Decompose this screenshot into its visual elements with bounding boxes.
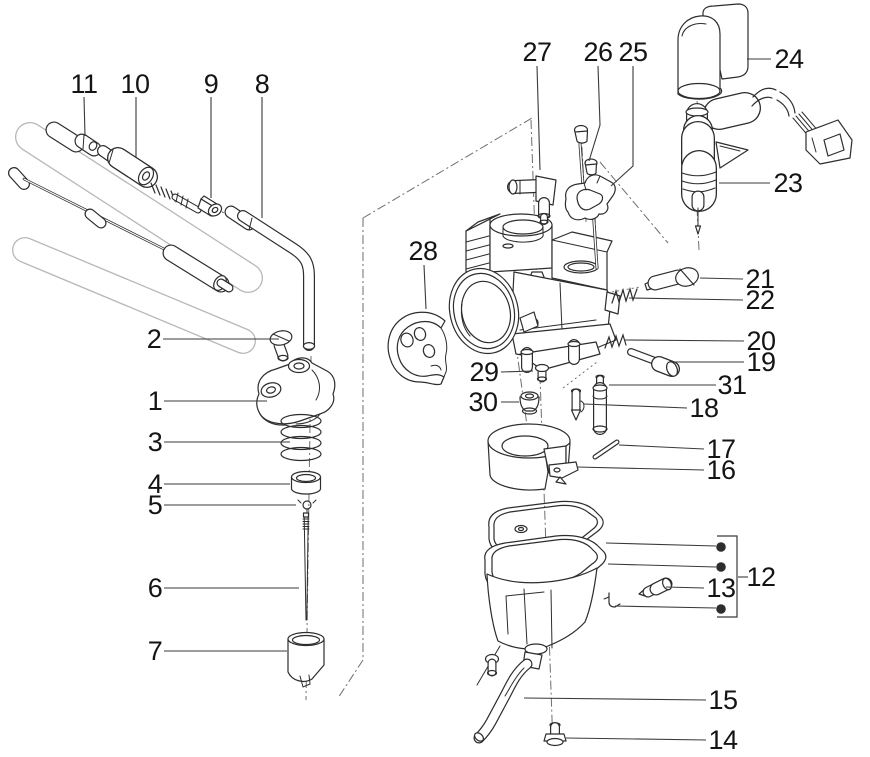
part-28-retainer-c-ring: [387, 311, 448, 386]
group-bullet-1: [716, 542, 726, 552]
callout-29[interactable]: 29: [469, 357, 499, 387]
section-boundary-lines: [337, 117, 669, 699]
callout-leader-13: [665, 586, 705, 589]
callout-17[interactable]: 17: [706, 434, 736, 464]
part-21-idle-adjust-screw: [644, 267, 699, 291]
callout-leader-15: [523, 697, 707, 701]
part-9-locknut-washer: [197, 195, 223, 217]
bowl-screw: [476, 645, 501, 686]
part-27-elbow-fitting: [507, 175, 557, 225]
part-3-slide-spring: [280, 413, 322, 462]
group-bracket-12: [717, 535, 738, 618]
cable-threaded-rod: [171, 192, 202, 214]
callout-leader-27: [536, 65, 541, 171]
callout-5[interactable]: 5: [148, 490, 163, 520]
callout-leader-26: [588, 65, 601, 162]
part-14-drain-screw: [543, 722, 567, 747]
callout-11[interactable]: 11: [70, 69, 98, 99]
callout-leader-14: [565, 737, 707, 741]
callout-layer: 1234567891011121314151617181920212223242…: [70, 37, 804, 755]
part-20-screw-spring: [604, 333, 627, 349]
callout-leader-18: [583, 403, 688, 409]
group-bullet-leader-3: [614, 605, 717, 609]
cable-spring: [150, 182, 176, 202]
callout-16[interactable]: 16: [706, 455, 736, 485]
float-assembly: [487, 423, 571, 491]
carburetor-body: [448, 213, 621, 373]
callout-12[interactable]: 12: [746, 562, 776, 592]
callout-20[interactable]: 20: [746, 326, 776, 356]
part-17-float-hinge-pin: [592, 439, 620, 460]
callout-9[interactable]: 9: [204, 69, 219, 99]
callout-10[interactable]: 10: [120, 69, 150, 99]
callout-21[interactable]: 21: [745, 264, 775, 294]
group-bullet-leader-2: [607, 563, 717, 568]
part-5-needle-clip: [297, 499, 317, 513]
callout-28[interactable]: 28: [408, 236, 438, 266]
part-29-small-screw: [534, 363, 550, 383]
part-11-cable-ferrule: [74, 133, 102, 157]
part-8-bent-outer-tube: [224, 205, 316, 351]
callout-31[interactable]: 31: [717, 370, 747, 400]
callout-15[interactable]: 15: [708, 685, 738, 715]
part-10-cable-adjuster: [97, 145, 158, 188]
part-30-main-jet-bush: [519, 391, 540, 415]
part-25-top-bracket-plate: [564, 174, 616, 221]
callout-leader-20: [624, 339, 745, 342]
group-bullet-3: [716, 604, 726, 614]
callout-25[interactable]: 25: [618, 37, 648, 67]
callout-26[interactable]: 26: [583, 37, 613, 67]
callout-1[interactable]: 1: [148, 386, 163, 416]
callout-14[interactable]: 14: [708, 725, 738, 755]
part-15-drain-tube: [473, 658, 533, 744]
part-23-choke-solenoid: [681, 87, 853, 235]
callout-27[interactable]: 27: [522, 37, 552, 67]
gasket-kit-clip: [603, 592, 621, 608]
float-bowl: [484, 534, 607, 670]
callout-leader-16: [576, 466, 705, 471]
inner-cable-assembly: [8, 167, 234, 293]
callout-23[interactable]: 23: [773, 168, 803, 198]
callout-2[interactable]: 2: [147, 324, 162, 354]
callout-18[interactable]: 18: [689, 393, 719, 423]
part-18-float-needle-valve: [570, 388, 585, 421]
callout-3[interactable]: 3: [148, 427, 163, 457]
cable-sheath-ghost: [12, 122, 263, 354]
callout-leader-22: [628, 297, 744, 301]
part-1-carburetor-top-cover: [256, 357, 336, 426]
part-19-mixture-screw: [627, 348, 680, 377]
callout-7[interactable]: 7: [148, 636, 163, 666]
cable-sheath-end-cap: [45, 121, 85, 153]
callout-19[interactable]: 19: [746, 347, 776, 377]
callout-leader-21: [699, 277, 744, 280]
part-7-throttle-slide: [287, 631, 325, 688]
part-31-atomizer-tube: [592, 374, 608, 435]
callout-leader-25: [610, 66, 634, 187]
callout-4[interactable]: 4: [148, 469, 164, 499]
callout-leader-17: [618, 444, 705, 450]
callout-6[interactable]: 6: [148, 573, 163, 603]
callout-24[interactable]: 24: [774, 44, 804, 74]
callout-leader-29: [500, 370, 534, 373]
callout-30[interactable]: 30: [468, 387, 498, 417]
part-2-cover-screw: [269, 330, 293, 362]
callout-22[interactable]: 22: [745, 285, 775, 315]
callout-leader-28: [423, 264, 427, 310]
group-bullet-2: [716, 562, 726, 572]
part-4-spring-seat: [290, 470, 322, 495]
callout-leader-11: [83, 96, 86, 137]
callout-8[interactable]: 8: [255, 69, 270, 99]
part-16-float-arm: [548, 461, 579, 485]
part-24-choke-rubber-cap: [677, 3, 749, 100]
part-6-jet-needle: [302, 512, 310, 621]
group-bullet-leader-1: [605, 542, 717, 547]
callout-13[interactable]: 13: [706, 573, 736, 603]
